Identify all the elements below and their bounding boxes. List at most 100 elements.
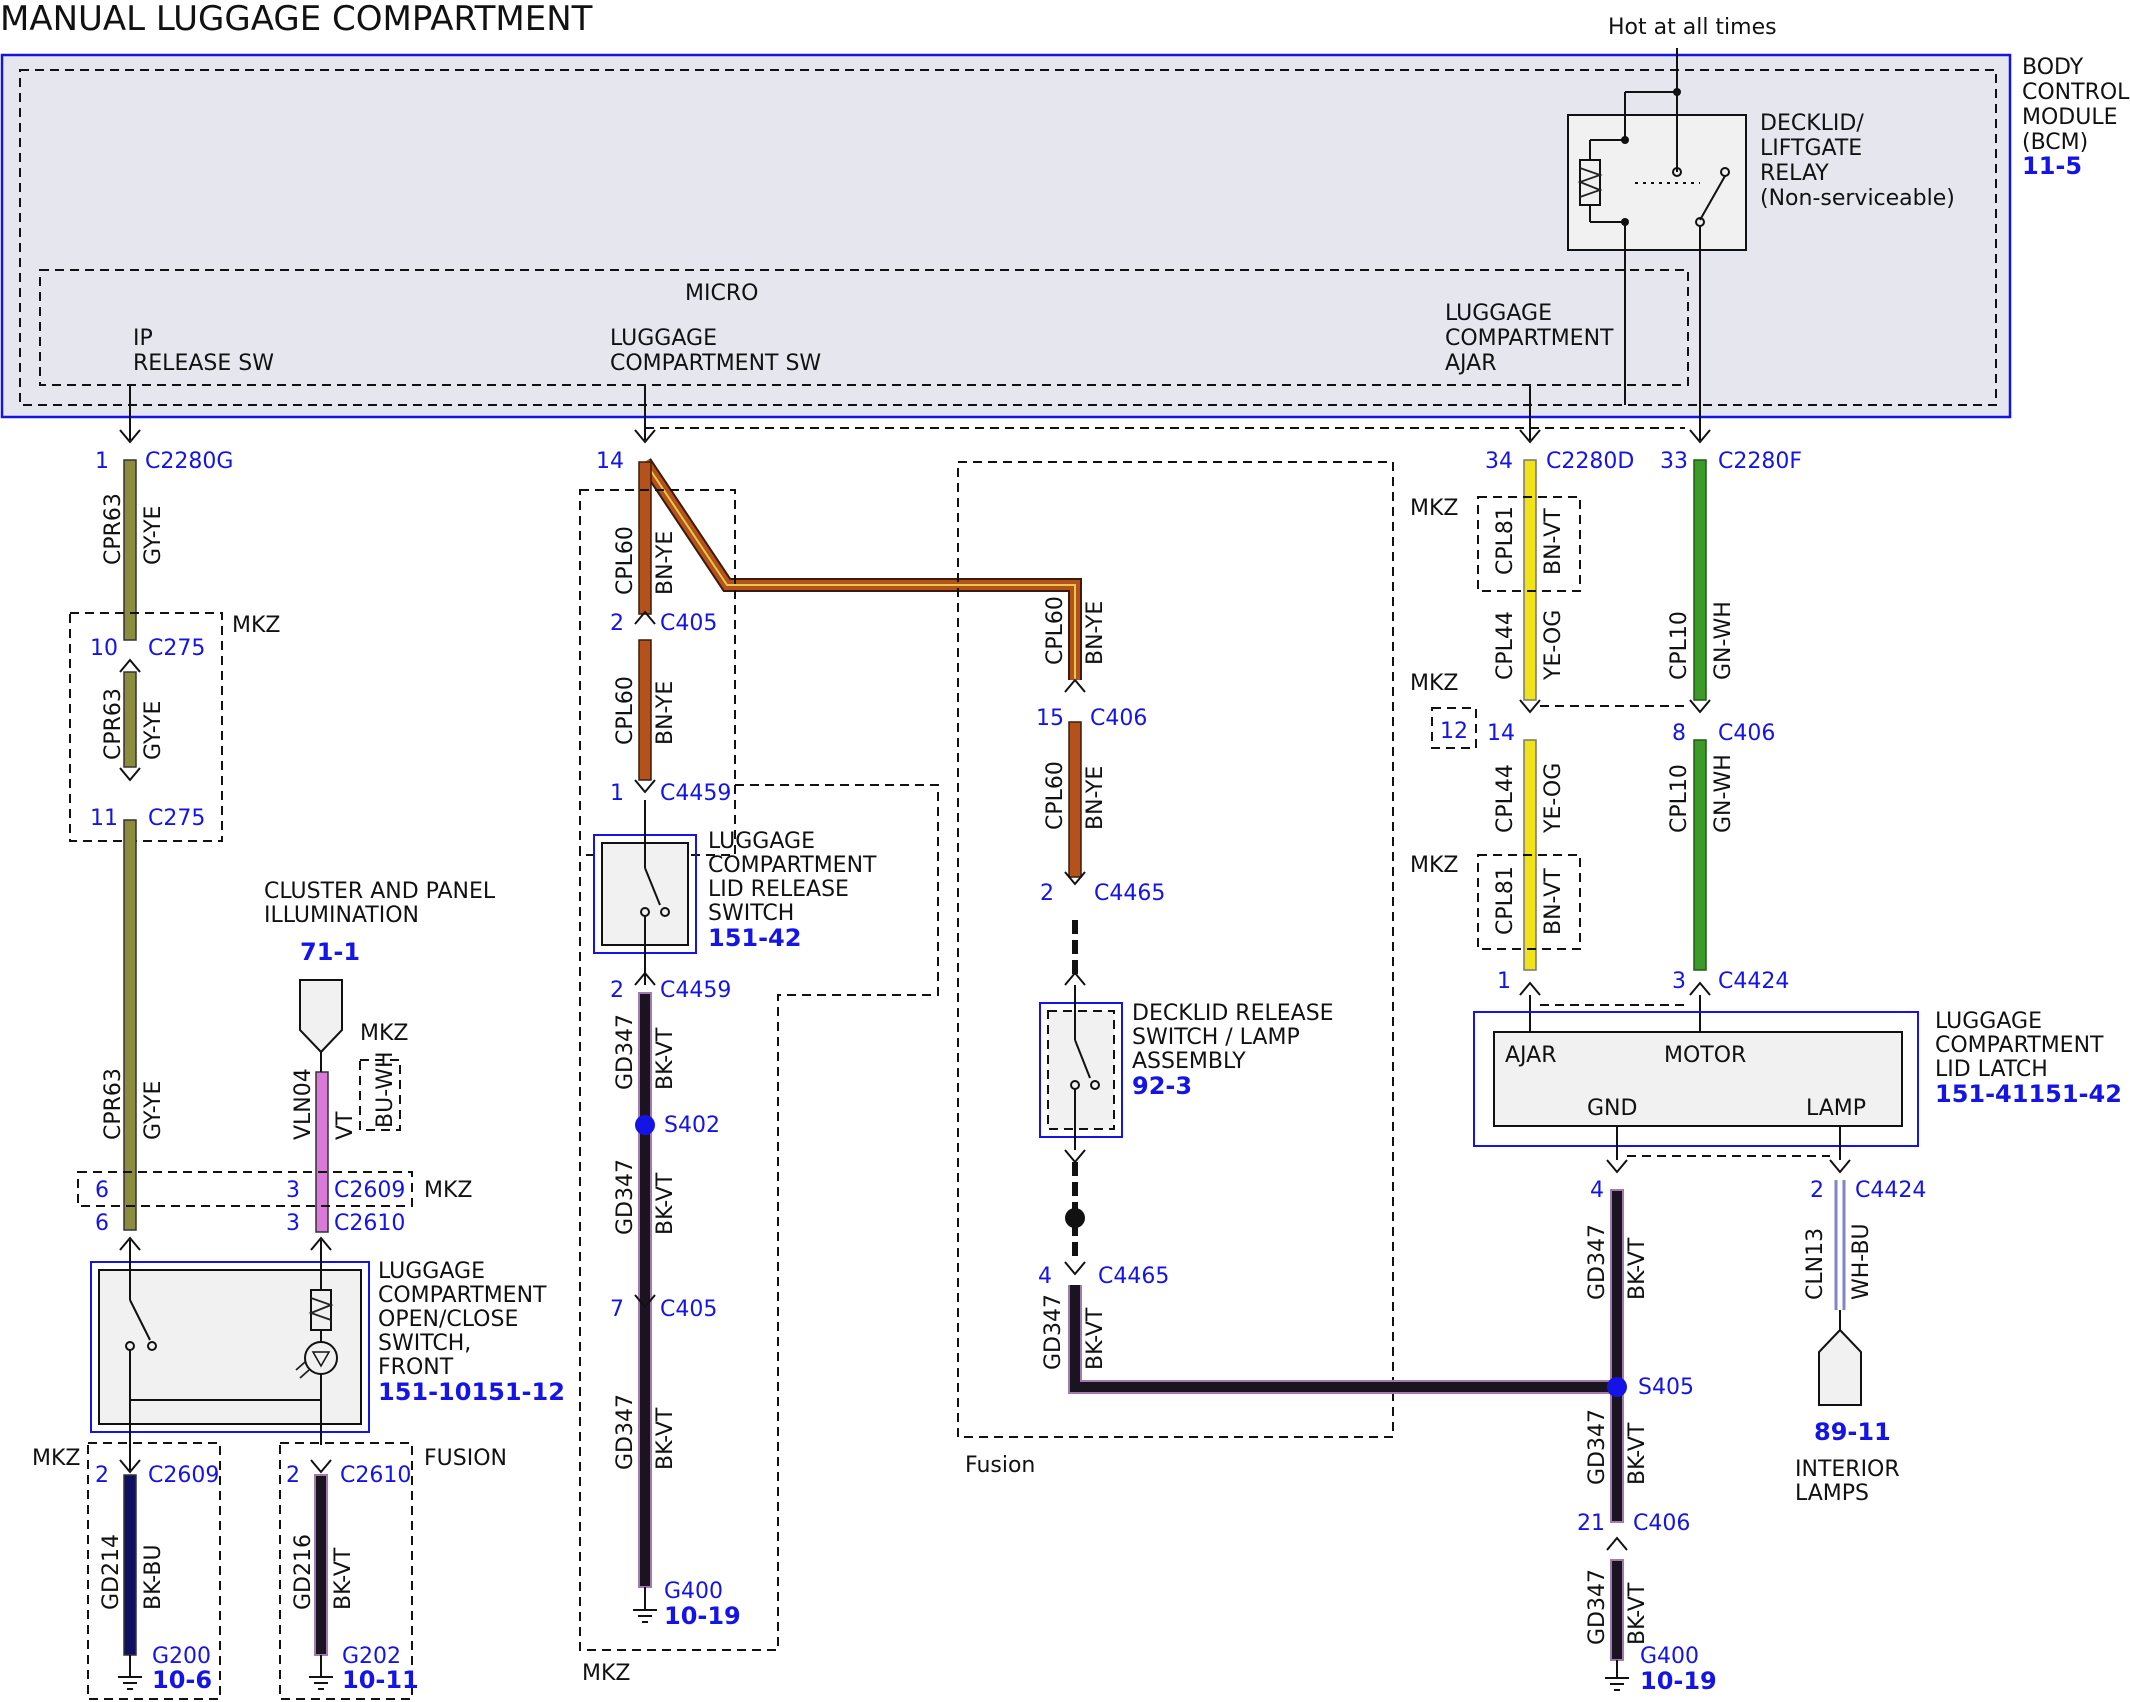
- decklid-switch-box[interactable]: [1047, 1010, 1115, 1130]
- lid-release-l3: LID RELEASE: [708, 877, 849, 902]
- ground-g400-b-ref-link[interactable]: 10-19: [1640, 1667, 1717, 1695]
- wire-whbu-label: WH-BU: [1849, 1223, 1874, 1300]
- open-sw-ref-link[interactable]: 151-10151-12: [378, 1378, 565, 1406]
- open-close-switch-box[interactable]: [98, 1269, 362, 1425]
- wire-cpr63-label: CPR63: [101, 493, 126, 565]
- mkz-cpl81-dashed-box-bottom: [1477, 854, 1581, 950]
- relay-junction: [1621, 136, 1629, 144]
- wire-vt-label: VT: [333, 1111, 358, 1140]
- wire-gd347-col4-bottom[interactable]: [1610, 1559, 1624, 1661]
- wire-cpl60-label-3: CPL60: [1043, 596, 1068, 665]
- ground-g400-a-ref-link[interactable]: 10-19: [664, 1602, 741, 1630]
- arrow-c2610-bottom: [310, 1459, 332, 1474]
- splice-s405[interactable]: [1607, 1377, 1627, 1397]
- wire-bnvt-label-2: BN-VT: [1541, 868, 1566, 935]
- latch-lamp-pin: LAMP: [1806, 1096, 1866, 1121]
- connector-c4465-b: C4465: [1098, 1264, 1169, 1289]
- wire-gd347-label-1: GD347: [613, 1014, 638, 1090]
- pin-7-c405: 7: [610, 1297, 624, 1322]
- fusion-dashed-box: [957, 461, 1394, 1438]
- arrow-c406-a: [1064, 678, 1086, 693]
- wire-cpl60-seg1[interactable]: [638, 461, 652, 615]
- latch-l1: LUGGAGE: [1935, 1009, 2042, 1034]
- arrow-lamp-c4424: [1829, 1159, 1851, 1174]
- arrow-c4459-bottom: [634, 971, 656, 986]
- splice-s402-label: S402: [664, 1113, 720, 1138]
- wire-bkvt-label-1: BK-VT: [653, 1027, 678, 1090]
- latch-box[interactable]: [1493, 1031, 1903, 1127]
- arrow-pin14: [634, 429, 656, 444]
- pin-1-c4459: 1: [610, 781, 624, 806]
- wire-cpl60-seg3[interactable]: [1068, 721, 1082, 878]
- wire-cln13-label: CLN13: [1803, 1228, 1828, 1300]
- interior-lamps-ref-link[interactable]: 89-11: [1814, 1418, 1891, 1446]
- arrow-c405: [634, 610, 656, 625]
- ground-symbol-icon: [633, 1587, 657, 1623]
- wire-cpl81-label-2: CPL81: [1493, 866, 1518, 935]
- wire-cpl44-seg1[interactable]: [1523, 459, 1537, 701]
- mkz-lid-release-dashed-outline: [579, 784, 939, 1651]
- ground-g200-ref-link[interactable]: 10-6: [152, 1666, 212, 1694]
- wire-gd347-fusion[interactable]: [1070, 1285, 1617, 1392]
- wire-yeog-label-2: YE-OG: [1541, 763, 1566, 834]
- bcm-ref-link[interactable]: 11-5: [2022, 152, 2082, 180]
- cluster-ref-link[interactable]: 71-1: [300, 938, 360, 966]
- ground-g202-ref-link[interactable]: 10-11: [342, 1666, 419, 1694]
- connector-c2610-b: C2610: [340, 1463, 411, 1488]
- mkz-c2609-dashed-box: [77, 1171, 413, 1207]
- wire-cpl60-seg2[interactable]: [638, 639, 652, 781]
- wire-gd347-seg-col2[interactable]: [638, 992, 652, 1588]
- wire-vln04[interactable]: [315, 1071, 329, 1233]
- pin-34-c2280d: 34: [1485, 449, 1513, 474]
- pin-2-c2609-b: 2: [95, 1463, 109, 1488]
- pin-2-c4459: 2: [610, 978, 624, 1003]
- wire-cpl44-label-2: CPL44: [1493, 764, 1518, 833]
- pin-1-c2280g: 1: [95, 449, 109, 474]
- decklid-relay-box[interactable]: [1567, 114, 1747, 251]
- connector-c2609: C2609: [334, 1178, 405, 1203]
- pin-12-mkz: 12: [1440, 719, 1468, 744]
- arrow-c4424-mo: [1689, 981, 1711, 996]
- pin-4-c4465: 4: [1038, 1264, 1052, 1289]
- bcm-label-line2: CONTROL: [2022, 80, 2130, 105]
- ajar-l3: AJAR: [1445, 351, 1497, 376]
- lid-release-ref-link[interactable]: 151-42: [708, 924, 801, 952]
- led-ray-2: [299, 1369, 310, 1379]
- wire-cpr63-seg1[interactable]: [123, 459, 137, 641]
- mkz-label-c2609: MKZ: [424, 1178, 472, 1203]
- wire-gd214[interactable]: [123, 1474, 137, 1656]
- ajar-l1: LUGGAGE: [1445, 301, 1552, 326]
- connector-c2280g: C2280G: [145, 449, 233, 474]
- wire-cpl10-seg2[interactable]: [1693, 739, 1707, 971]
- mkz-buwh-dashed-box: [359, 1059, 401, 1131]
- latch-ref-link[interactable]: 151-41151-42: [1935, 1080, 2122, 1108]
- wire-buwh-label: BU-WH: [373, 1051, 398, 1128]
- wire-cpl10-label-1: CPL10: [1667, 611, 1692, 680]
- connector-c405-b: C405: [660, 1297, 717, 1322]
- connector-c275-bottom: C275: [148, 806, 205, 831]
- wire-bnye-label-1: BN-YE: [653, 531, 678, 595]
- connector-arrow-c275-bottom: [119, 767, 141, 782]
- splice-s402[interactable]: [635, 1115, 655, 1135]
- wire-cpl10-seg1[interactable]: [1693, 459, 1707, 701]
- wire-gd347-col4[interactable]: [1610, 1189, 1624, 1523]
- connector-c405: C405: [660, 611, 717, 636]
- mkz-label-g200: MKZ: [32, 1446, 80, 1471]
- wire-gd216[interactable]: [314, 1474, 328, 1656]
- fusion-g202-dashed-box: [279, 1442, 413, 1700]
- wire-gnwh-label-2: GN-WH: [1711, 754, 1736, 833]
- bcm-label-line1: BODY: [2022, 55, 2084, 80]
- pin-11-c275: 11: [90, 806, 118, 831]
- luggage-sw-l1: LUGGAGE: [610, 326, 717, 351]
- decklid-sw-ref-link[interactable]: 92-3: [1132, 1072, 1192, 1100]
- bcm-label-line3: MODULE: [2022, 105, 2118, 130]
- bcm-label-line4: (BCM): [2022, 130, 2088, 155]
- mkz-label-pin12: MKZ: [1410, 671, 1458, 696]
- ground-symbol-icon: [309, 1655, 333, 1690]
- pin-14-c2280: 14: [596, 449, 624, 474]
- lid-switch-terminal-2: [660, 907, 670, 917]
- wire-cpr63-seg2[interactable]: [123, 671, 137, 768]
- wire-bkvt-label-col4-c: BK-VT: [1625, 1582, 1650, 1645]
- wire-cpr63-seg3[interactable]: [123, 819, 137, 1231]
- wire-cpl10-label-2: CPL10: [1667, 764, 1692, 833]
